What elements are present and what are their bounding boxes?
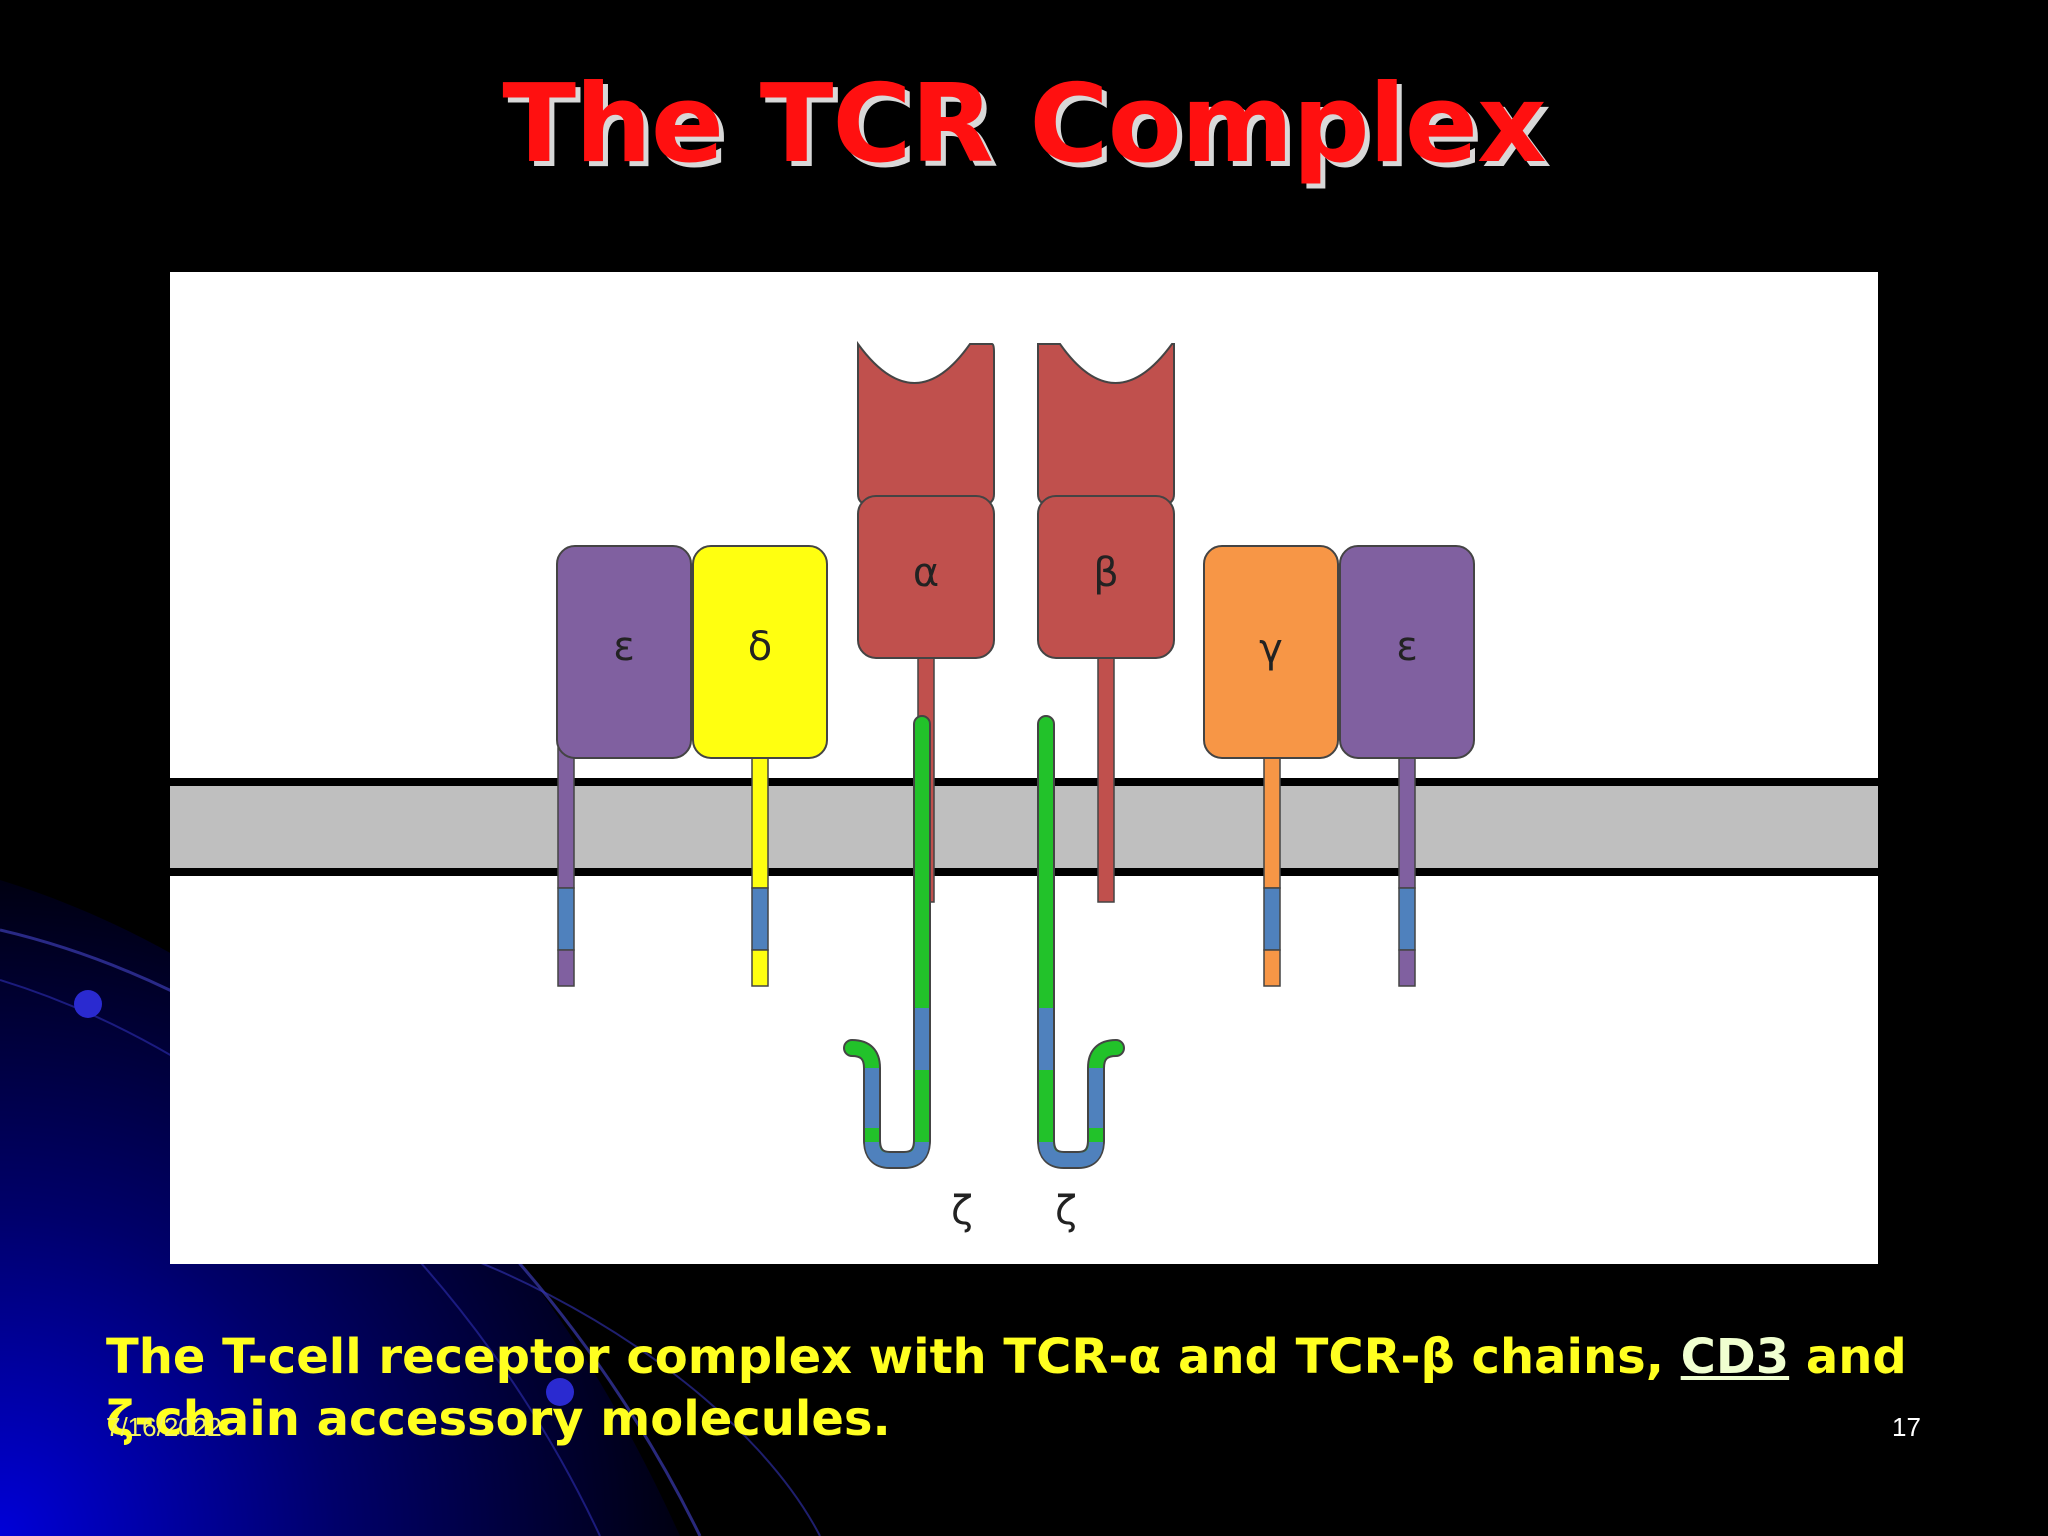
caption-text-start: The T-cell receptor complex with TCR-α a…	[106, 1329, 1681, 1385]
slide-date: 7/16/2022	[106, 1412, 222, 1443]
slide-caption: The T-cell receptor complex with TCR-α a…	[106, 1326, 1966, 1450]
alpha-label: α	[913, 550, 939, 596]
cd3-epsilon-right: ε	[1340, 546, 1474, 986]
zeta-left-label: ζ	[951, 1188, 973, 1234]
epsilon-right-label: ε	[1396, 624, 1418, 670]
beta-label: β	[1093, 550, 1119, 596]
zeta-right-label: ζ	[1055, 1188, 1077, 1234]
gamma-label: γ	[1259, 626, 1283, 672]
cd3-link[interactable]: CD3	[1681, 1329, 1789, 1385]
slide-page-number: 17	[1892, 1412, 1921, 1443]
diagram-panel: ε δ α β	[170, 272, 1878, 1264]
cd3-gamma: γ	[1204, 546, 1338, 986]
cd3-delta: δ	[693, 546, 827, 986]
membrane-outer-line	[170, 778, 1878, 786]
epsilon-left-label: ε	[613, 624, 635, 670]
membrane-inner-line	[170, 868, 1878, 876]
cd3-epsilon-left: ε	[557, 546, 691, 986]
slide-title: The TCR Complex	[0, 62, 2048, 187]
delta-label: δ	[748, 624, 772, 670]
cell-membrane	[170, 782, 1878, 872]
background-dot	[74, 990, 102, 1018]
tcr-complex-diagram: ε δ α β	[170, 272, 1878, 1264]
